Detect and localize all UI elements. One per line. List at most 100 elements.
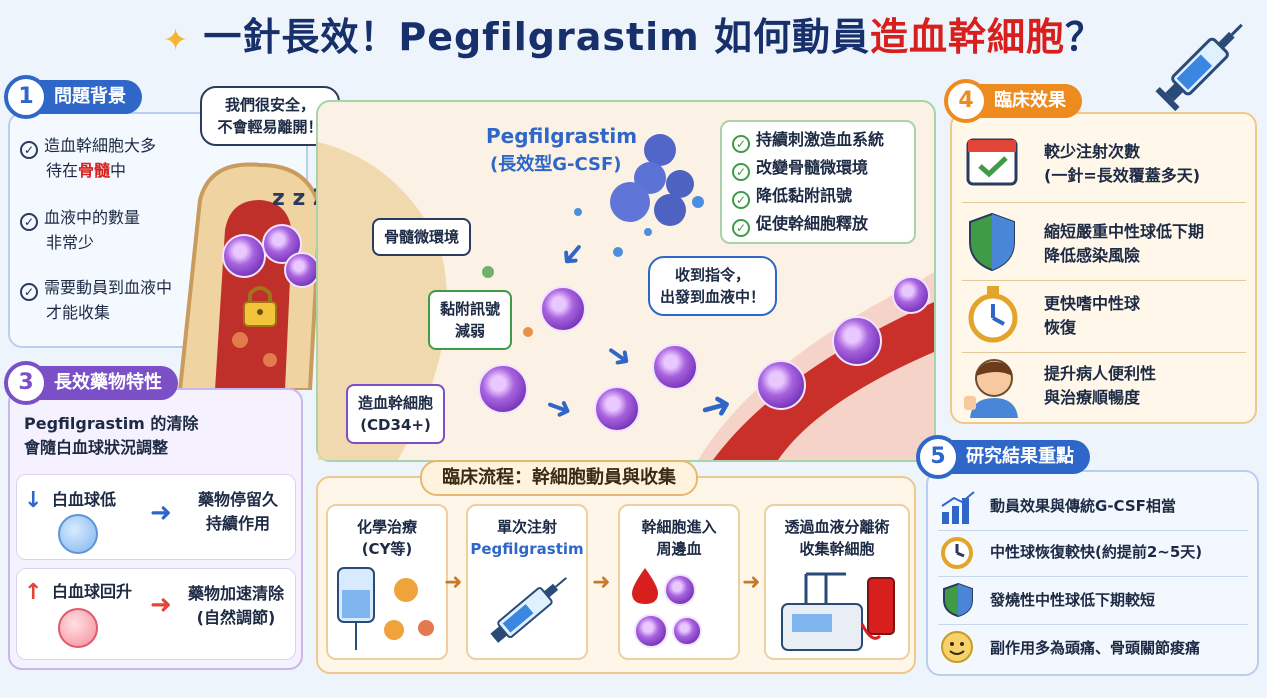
stopwatch-icon [968, 286, 1018, 343]
flow-step-4-a: 透過血液分離術 [784, 518, 890, 536]
molecule-icon [610, 134, 694, 226]
stem-cell [756, 360, 806, 410]
apheresis-machine-icon [781, 572, 895, 651]
stem-cell [540, 286, 586, 332]
page-title: ✦ 一針長效！Pegfilgrastim 如何動員造血幹細胞？ [0, 6, 1267, 68]
problem-item-1: ✓ 造血幹細胞大多 待在骨髓中 [20, 134, 170, 183]
divider [962, 202, 1246, 203]
effect-item-2: 縮短嚴重中性球低下期 降低感染風險 [1044, 222, 1205, 265]
mechanism-check-2: ✓改變骨髓微環境 [732, 156, 868, 181]
section1-heading-text: 問題背景 [54, 86, 126, 107]
check-icon: ✓ [732, 191, 750, 209]
up-arrow-icon: ↑ [24, 580, 43, 605]
stem-cell [478, 364, 528, 414]
stem-cell [892, 276, 930, 314]
shield-icon [969, 212, 1015, 272]
flow-arrow-icon: ➜ [444, 570, 463, 595]
research-results-panel [926, 470, 1259, 676]
section1-heading: 1 問題背景 [4, 75, 142, 119]
section3-heading: 3 長效藥物特性 [4, 361, 178, 405]
syringe-icon [490, 577, 567, 643]
mechanism-check-3-text: 降低黏附訊號 [756, 186, 853, 205]
right-arrow-icon: ➜ [150, 590, 172, 620]
check-icon: ✓ [20, 213, 38, 231]
blood-drop-icon [632, 568, 658, 604]
divider [938, 530, 1248, 531]
happy-cell-icon [58, 608, 98, 648]
flow-step-injection: 單次注射 Pegfilgrastim [466, 504, 588, 660]
problem-item-1-a: 造血幹細胞大多 [44, 136, 157, 155]
stem-cell-label: 造血幹細胞 (CD34+) [346, 384, 446, 444]
flow-step-3-b: 周邊血 [656, 540, 702, 558]
section3-number: 3 [4, 361, 48, 405]
low-wbc-label: 白血球低 [52, 490, 117, 509]
problem-item-2: ✓ 血液中的數量 非常少 [20, 206, 170, 255]
flow-heading: 臨床流程：幹細胞動員與收集 [420, 460, 698, 496]
result-item-1: 動員效果與傳統G-CSF相當 [990, 497, 1176, 515]
drug-subtitle: (長效型G-CSF) [490, 154, 622, 175]
stem-cell [672, 616, 702, 646]
problem-item-1-c: 中 [110, 161, 127, 180]
iv-bag-icon [337, 567, 434, 650]
problem-item-3-a: 需要動員到血液中 [44, 278, 173, 297]
effect-item-4: 提升病人便利性 與治療順暢度 [1044, 364, 1157, 407]
flow-step-4-b: 收集幹細胞 [799, 540, 875, 558]
stem-cell [594, 386, 640, 432]
title-part3: ？ [1065, 15, 1105, 59]
flow-arrow-icon: ➜ [592, 570, 611, 595]
problem-item-2-a: 血液中的數量 [44, 208, 141, 227]
check-icon: ✓ [732, 135, 750, 153]
patient-thumbs-up-icon [964, 359, 1018, 418]
high-wbc-result: 藥物加速清除 (自然調節) [187, 584, 284, 627]
result-item-2: 中性球恢復較快(約提前2~5天) [990, 543, 1203, 561]
check-icon: ✓ [732, 163, 750, 181]
marrow-label: 骨髓微環境 [372, 218, 472, 256]
mechanism-check-4: ✓促使幹細胞釋放 [732, 212, 868, 237]
travel-speech-bubble: 收到指令， 出發到血液中！ [648, 256, 778, 316]
bone-marrow-highlight: 骨髓 [78, 161, 111, 180]
mechanism-check-1-text: 持續刺激造血系統 [756, 130, 885, 149]
effect-item-3: 更快嗜中性球 恢復 [1044, 294, 1141, 337]
signal-label: 黏附訊號 減弱 [428, 290, 513, 350]
flow-step-2-a: 單次注射 [496, 518, 557, 536]
stem-cell [634, 614, 668, 648]
mechanism-check-4-text: 促使幹細胞釋放 [756, 214, 869, 233]
divider [962, 352, 1246, 353]
flow-step-2-b: Pegfilgrastim [470, 540, 584, 558]
mechanism-checklist [720, 120, 916, 244]
lock-icon [243, 286, 277, 327]
flow-arrow-icon: ➜ [742, 570, 761, 595]
section5-number: 5 [916, 435, 960, 479]
title-part1: 一針長效！Pegfilgrastim 如何動員 [203, 15, 870, 59]
result-item-4: 副作用多為頭痛、骨頭關節痠痛 [990, 639, 1201, 657]
right-arrow-icon: ➜ [150, 498, 172, 528]
high-wbc-label: 白血球回升 [52, 582, 133, 601]
sad-cell-icon [58, 514, 98, 554]
check-icon: ✓ [20, 283, 38, 301]
flow-step-3-a: 幹細胞進入 [641, 518, 717, 536]
section4-number: 4 [944, 79, 988, 123]
clock-icon [941, 537, 973, 569]
drug-name: Pegfilgrastim [486, 124, 638, 148]
syringe-icon [1155, 23, 1243, 112]
check-icon: ✓ [20, 141, 38, 159]
stem-cell [222, 234, 266, 278]
mechanism-check-3: ✓ 降低黏附訊號 [732, 184, 852, 209]
bar-chart-icon [941, 491, 975, 524]
flow-step-1-b: (CY等) [361, 540, 413, 558]
divider [938, 576, 1248, 577]
section3-heading-text: 長效藥物特性 [54, 372, 162, 393]
effect-item-1: 較少注射次數 (一針=長效覆蓋多天) [1044, 142, 1201, 185]
problem-item-2-b: 非常少 [46, 233, 95, 252]
sparkle-icon: ✦ [162, 23, 190, 58]
divider [962, 280, 1246, 281]
stem-cell [652, 344, 698, 390]
section1-number: 1 [4, 75, 48, 119]
problem-item-1-b: 待在 [46, 161, 79, 180]
problem-item-3-b: 才能收集 [46, 303, 111, 322]
stem-cell [664, 574, 696, 606]
low-wbc-result: 藥物停留久 持續作用 [197, 490, 278, 533]
problem-item-3: ✓ 需要動員到血液中 才能收集 [20, 276, 190, 325]
mechanism-check-1: ✓ 持續刺激造血系統 [732, 128, 884, 153]
